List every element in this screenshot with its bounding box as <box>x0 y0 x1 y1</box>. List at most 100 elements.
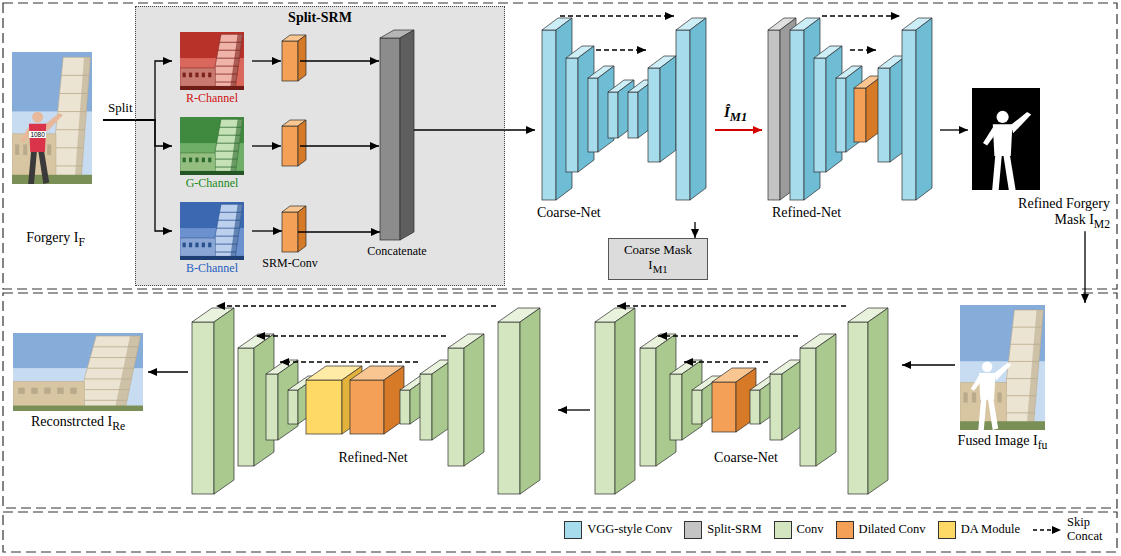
caption: G-Channel <box>172 177 252 191</box>
person-leg <box>988 399 998 430</box>
block-side <box>660 56 676 162</box>
window <box>15 144 19 155</box>
block-front <box>670 374 682 440</box>
person-leg <box>38 151 49 184</box>
connector-line <box>414 129 535 130</box>
skip-arrow <box>822 12 900 20</box>
skip-arrow <box>684 358 768 366</box>
block-side <box>400 30 414 240</box>
mask-ground <box>972 88 1040 190</box>
connector-line <box>103 61 172 120</box>
layer-block <box>670 360 702 440</box>
tower-band <box>60 93 88 94</box>
sky <box>13 333 143 411</box>
arrow-head <box>148 368 157 376</box>
tower-band <box>1007 378 1038 379</box>
layer-block <box>498 308 540 494</box>
window <box>70 388 77 394</box>
block-front <box>790 30 804 200</box>
block-front <box>608 92 618 138</box>
block-side <box>615 308 635 494</box>
block-front <box>878 68 890 162</box>
node-text: B-Channel <box>186 261 238 275</box>
tower-shade <box>1026 310 1043 430</box>
legend-text: DA Module <box>961 522 1020 537</box>
split-label: Split <box>108 101 133 115</box>
arrow-head <box>753 126 762 134</box>
person-head <box>32 112 43 123</box>
module-ground <box>135 6 505 286</box>
tower-band <box>54 147 83 148</box>
tower-band <box>61 75 89 76</box>
block-side <box>690 18 706 200</box>
block-front <box>692 390 702 424</box>
layer-block <box>770 360 802 440</box>
srm-conv-block: SRM-Conv <box>282 212 298 252</box>
skip-arrow <box>850 46 876 54</box>
layer-block <box>902 18 932 200</box>
window <box>183 243 186 248</box>
tower-band <box>81 389 129 390</box>
photo <box>972 88 1040 190</box>
subscript: M1 <box>653 263 668 275</box>
refined-net: Refined-Net <box>762 15 940 222</box>
window <box>183 73 186 78</box>
node-text: Refined-Net <box>338 450 407 465</box>
subscript: M2 <box>1094 218 1110 231</box>
connector-line <box>1084 231 1085 303</box>
block-front <box>848 322 868 494</box>
window <box>47 144 51 155</box>
person-torso <box>29 124 46 152</box>
sky <box>180 32 244 90</box>
node-text: Coarse-Net <box>714 450 778 465</box>
block-front <box>712 382 736 432</box>
photo <box>180 32 244 90</box>
coarse-net: Coarse-Net <box>590 300 902 500</box>
block-side <box>520 308 540 494</box>
block-front <box>768 30 780 200</box>
block-side <box>782 360 802 440</box>
ground <box>180 256 244 260</box>
subscript: F <box>78 236 84 249</box>
legend-item: Dilated Conv <box>836 521 926 539</box>
connector <box>1081 231 1089 303</box>
caption: Fused Image Ifu <box>955 433 1050 452</box>
layer-block <box>848 308 888 494</box>
node-text: Fused Image I <box>958 433 1038 448</box>
legend-swatch <box>774 521 792 539</box>
arrow-head <box>272 142 281 150</box>
legend-item: Skip Concat <box>1032 516 1111 544</box>
arrow <box>300 57 379 65</box>
refined-net: Refined-Net <box>188 305 558 500</box>
tower-band <box>78 400 127 401</box>
arrow-head <box>216 302 225 310</box>
block-front <box>380 38 400 240</box>
tower-band <box>219 127 241 128</box>
tower-band <box>218 220 240 221</box>
connector <box>902 361 955 369</box>
arrow-line <box>300 60 379 61</box>
person-leg <box>992 155 1002 190</box>
block-side <box>464 334 484 466</box>
legend-text: Skip Concat <box>1067 516 1111 544</box>
legend-swatch <box>836 521 854 539</box>
window <box>208 73 211 78</box>
arrow-head <box>370 142 379 150</box>
image-area <box>172 32 252 90</box>
network-label: Refined-Net <box>772 205 841 221</box>
window <box>189 73 192 78</box>
block-front <box>902 30 916 200</box>
arrow-head <box>280 358 289 366</box>
person-arm <box>994 363 1011 381</box>
image-area <box>8 52 103 184</box>
window <box>57 388 64 394</box>
person-leg <box>978 399 986 430</box>
arrow <box>252 57 281 65</box>
tower-band <box>93 346 138 347</box>
split-srm-module: Split-SRMR-ChannelG-ChannelB-ChannelSRM-… <box>135 6 505 286</box>
ground <box>180 86 244 90</box>
window <box>183 158 186 163</box>
legend-item: Conv <box>774 521 824 539</box>
caption: Forgery IF <box>8 230 103 249</box>
